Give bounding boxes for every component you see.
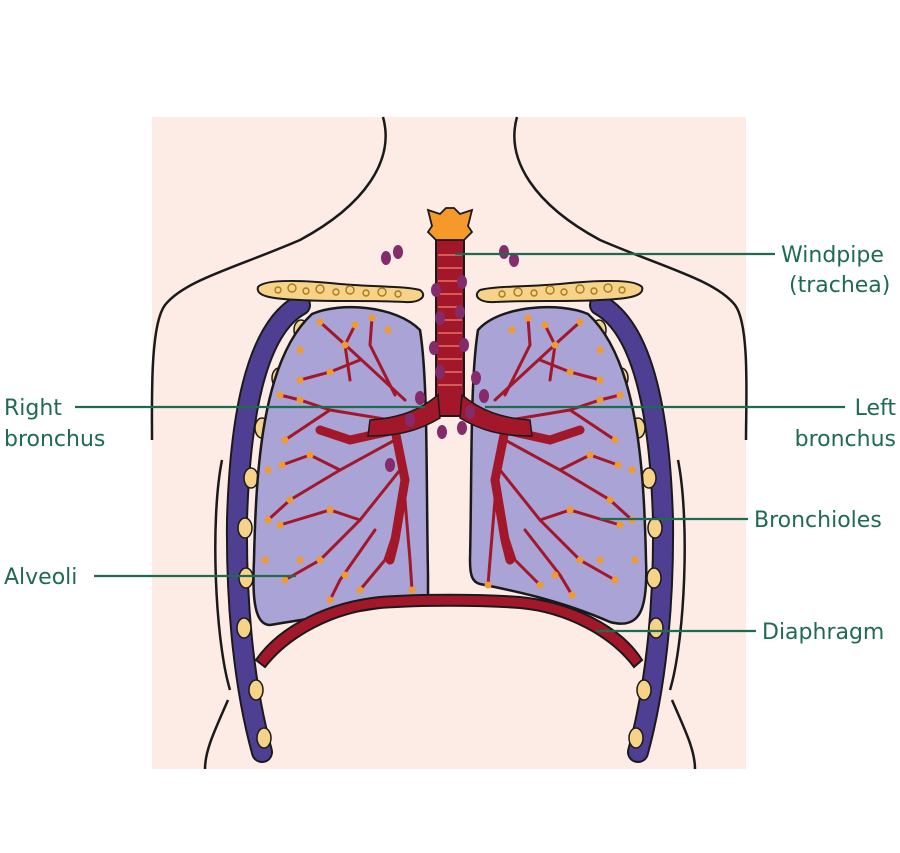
label-windpipe: Windpipe	[781, 243, 884, 268]
collarbone-right	[475, 280, 644, 304]
body-outline	[150, 116, 387, 441]
waist-outline-left	[203, 699, 230, 770]
collarbone-left	[256, 280, 425, 304]
trachea	[435, 235, 465, 417]
larynx	[426, 207, 474, 241]
label-left-bronchus: Left	[855, 396, 897, 421]
trachea-rings	[438, 254, 462, 386]
lymph-nodes	[381, 245, 519, 472]
right-arm-outline	[668, 459, 686, 691]
label-diaphragm: Diaphragm	[762, 620, 884, 645]
waist-outline-right	[670, 699, 697, 770]
label-right-bronchus-sub: bronchus	[4, 427, 105, 452]
label-alveoli: Alveoli	[4, 565, 77, 590]
leader-lines	[75, 252, 845, 633]
left-main-bronchus	[459, 393, 533, 437]
label-right-bronchus: Right	[4, 396, 62, 421]
diaphragm	[254, 593, 644, 669]
label-bronchioles: Bronchioles	[754, 508, 882, 533]
body-outline-right	[513, 116, 748, 441]
label-windpipe-sub: (trachea)	[789, 273, 890, 298]
alveoli-dots	[261, 314, 639, 604]
label-left-bronchus-sub: bronchus	[795, 427, 896, 452]
left-arm-outline	[214, 459, 232, 691]
